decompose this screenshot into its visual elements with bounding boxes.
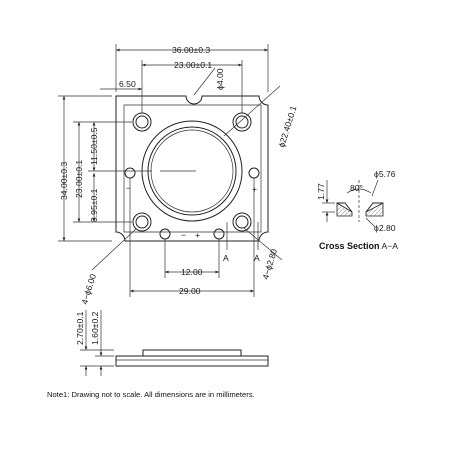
cs-leader-bottom-dia: [365, 217, 376, 228]
dim-thickness-base: 1.60±0.2: [90, 311, 100, 345]
pad-hole-right-lower: [213, 228, 225, 240]
cross-section-left-body: [336, 202, 353, 217]
dim-pad-offset-y: 3.95±0.1: [89, 188, 99, 222]
cross-section-title-bold: Cross Section: [319, 241, 380, 251]
polarity-minus-bottom: −: [181, 230, 186, 240]
dim-bottom-width: 29.00: [179, 286, 201, 296]
mount-hole-top-left: [132, 112, 152, 132]
dim-notch-dia: ϕ4.00: [215, 68, 225, 90]
cross-section-view: 1.77 80° ϕ5.76 ϕ2.80 Cross Section A−A: [316, 169, 398, 251]
leader-notch: [193, 67, 216, 96]
dim-hole-spacing-x: 23.00±0.1: [174, 60, 212, 70]
mount-hole-top-right: [232, 112, 252, 132]
polarity-plus: +: [252, 184, 257, 194]
side-profile-base: [115, 355, 269, 367]
dim-hole-spacing-y: 23.00±0.1: [74, 160, 84, 198]
cs-dim-depth: 1.77: [316, 183, 326, 200]
leader-center-dia: [223, 85, 281, 137]
dim-small-holes: 4−ϕ2.80: [260, 247, 279, 280]
dim-pad-spacing: 12.00: [181, 267, 203, 277]
cross-section-right-body: [365, 202, 384, 217]
drawing-note: Note1: Drawing not to scale. All dimensi…: [47, 390, 255, 399]
cs-dim-angle: 80°: [350, 183, 363, 193]
cs-dim-bottom-dia: ϕ2.80: [374, 223, 396, 233]
section-mark-a-left: A: [223, 253, 229, 263]
side-profile-lens: [142, 349, 242, 356]
plate-outline: [115, 95, 269, 242]
dim-mount-holes: 4−ϕ6.00: [79, 272, 98, 305]
mount-hole-bottom-right: [232, 212, 252, 232]
dim-center-offset-y: 11.50±0.5: [89, 127, 99, 165]
cs-leader-top-dia: [371, 179, 379, 197]
pad-hole-right-upper: [248, 167, 260, 179]
section-mark-a-right: A: [254, 253, 260, 263]
leader-mount-holes: [91, 228, 137, 271]
cross-section-title: Cross Section A−A: [319, 241, 398, 251]
dim-center-dia: ϕ22.40±0.1: [276, 104, 298, 148]
dim-thickness-total: 2.70±0.1: [75, 311, 85, 345]
pad-hole-left-upper: [124, 167, 136, 179]
polarity-plus-bottom: +: [195, 230, 200, 240]
dim-left-offset: 6.50: [119, 79, 136, 89]
pad-hole-left-lower: [159, 228, 171, 240]
cross-section-title-suffix: A−A: [380, 241, 399, 251]
mount-hole-bottom-left: [132, 212, 152, 232]
dim-height-overall: 34.00±0.3: [59, 162, 69, 200]
cs-angle-arc: [346, 188, 372, 194]
plate-inner-outline: [123, 104, 262, 233]
polarity-minus: −: [126, 183, 131, 193]
leader-small-holes: [243, 227, 283, 261]
dim-width-overall: 36.00±0.3: [172, 45, 210, 55]
cs-dim-top-dia: ϕ5.76: [374, 169, 396, 179]
